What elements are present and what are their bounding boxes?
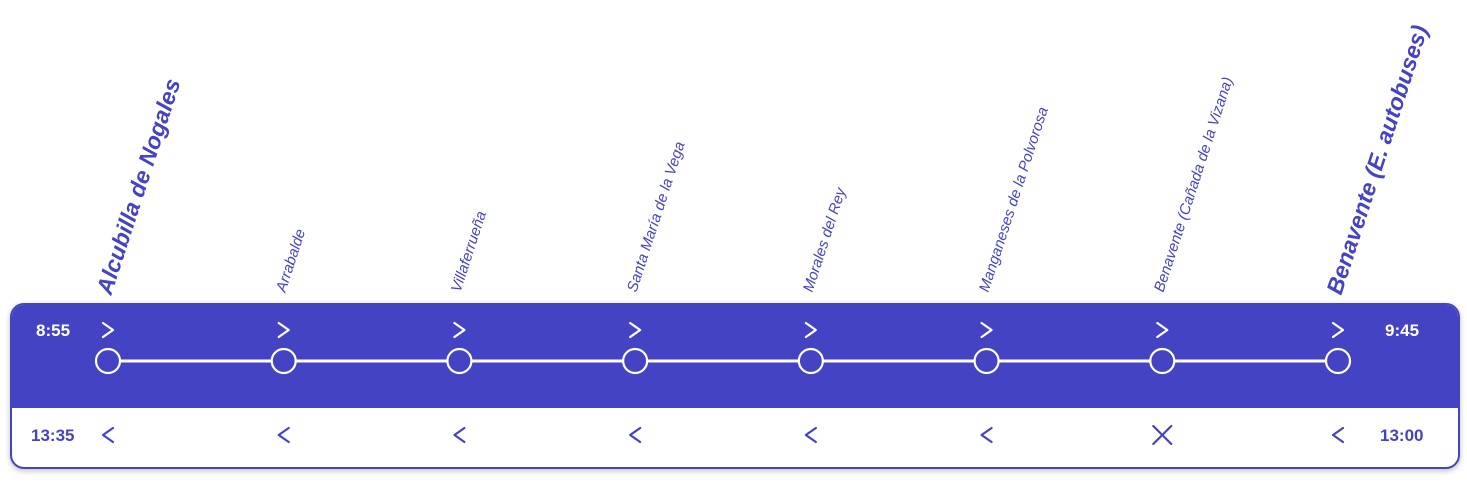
stop-marker bbox=[1324, 347, 1352, 375]
chevron-right-icon bbox=[277, 321, 290, 339]
stop-marker bbox=[797, 347, 824, 375]
chevron-right-icon bbox=[1156, 321, 1169, 339]
return-arrival-time: 13:00 bbox=[1380, 426, 1424, 445]
stop-marker bbox=[973, 347, 1000, 375]
chevron-left-icon bbox=[980, 426, 993, 444]
schedule-panel bbox=[10, 303, 1460, 469]
stop-marker bbox=[446, 347, 473, 375]
stop-marker bbox=[1149, 347, 1176, 375]
chevron-right-icon bbox=[629, 321, 642, 339]
stop-marker bbox=[94, 347, 122, 375]
outbound-arrival-time: 9:45 bbox=[1385, 321, 1420, 340]
chevron-left-icon bbox=[629, 426, 642, 444]
chevron-left-icon bbox=[453, 426, 466, 444]
chevron-right-icon bbox=[1331, 321, 1345, 339]
chevron-right-icon bbox=[804, 321, 817, 339]
outbound-band bbox=[12, 305, 1458, 408]
return-departure-time: 13:35 bbox=[31, 426, 75, 445]
outbound-departure-time: 8:55 bbox=[36, 321, 71, 340]
stop-marker bbox=[270, 347, 297, 375]
chevron-left-icon bbox=[804, 426, 817, 444]
chevron-left-icon bbox=[277, 426, 290, 444]
cross-stroke bbox=[1152, 424, 1173, 446]
chevron-right-icon bbox=[453, 321, 466, 339]
chevron-right-icon bbox=[980, 321, 993, 339]
chevron-right-icon bbox=[101, 321, 115, 339]
stop-marker bbox=[622, 347, 649, 375]
cross-icon bbox=[1152, 424, 1173, 446]
chevron-left-icon bbox=[101, 426, 115, 444]
chevron-left-icon bbox=[1331, 426, 1345, 444]
